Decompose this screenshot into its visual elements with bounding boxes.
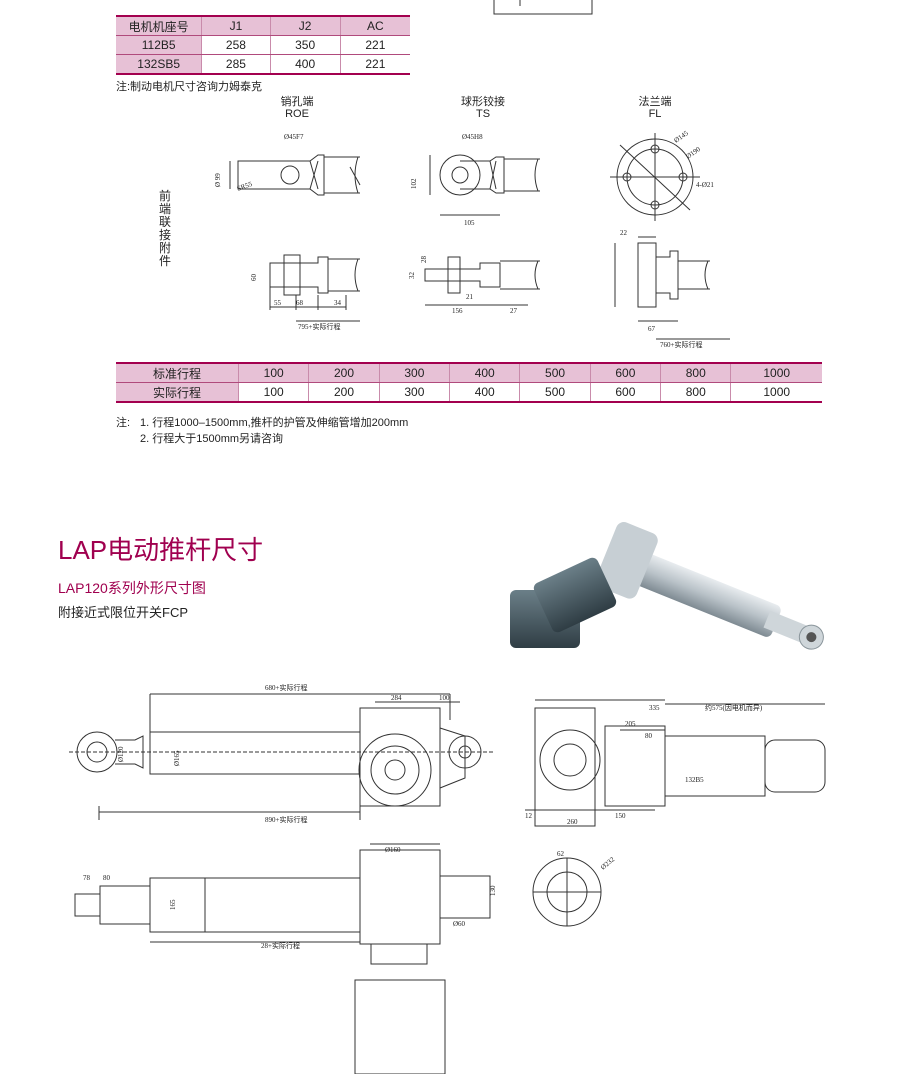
dim-60: Ø60 <box>453 920 466 928</box>
section-title: LAP电动推杆尺寸 <box>58 535 264 565</box>
dim-165b: 165 <box>169 899 177 910</box>
table-cell: 221 <box>339 54 410 75</box>
stroke-table: 标准行程 100 200 300 400 500 600 800 1000 实际… <box>116 362 822 403</box>
dim-fl-d: 22 <box>620 229 628 237</box>
table-cell: 600 <box>589 382 661 403</box>
fl-label: 法兰端 FL <box>620 96 690 120</box>
dim-130: 130 <box>489 885 497 896</box>
dim-roe-h: 60 <box>250 274 258 282</box>
fl-label-cn: 法兰端 <box>638 96 672 108</box>
motor-frame-table: 电机机座号 J1 J2 AC 112B5 258 350 221 132SB5 … <box>116 15 410 75</box>
notes-prefix: 注: <box>116 417 131 429</box>
dim-232: Ø232 <box>599 855 616 871</box>
dim-62: 62 <box>557 850 565 858</box>
dim-ts-c: 21 <box>466 293 474 301</box>
note-line-1: 1. 行程1000–1500mm,推杆的护管及伸缩管增加200mm <box>140 417 409 429</box>
ts-label-cn: 球形铰接 <box>461 96 505 108</box>
dim-fl-c: 4-Ø21 <box>696 181 714 189</box>
table-cell: 200 <box>308 382 380 403</box>
dim-335: 335 <box>649 704 660 712</box>
header-cell: J1 <box>201 15 271 36</box>
dim-205: 205 <box>625 720 636 728</box>
dim-ts-b: 32 <box>408 272 416 280</box>
ts-label-en: TS <box>475 108 491 120</box>
dim-165: Ø165 <box>173 750 181 766</box>
dim-motor-note: 约575(因电机而异) <box>705 703 763 712</box>
dim-ts-d: 156 <box>452 307 463 315</box>
dim-roe-a: 55 <box>274 299 282 307</box>
table-cell: 1000 <box>730 362 822 383</box>
header-cell: J2 <box>269 15 341 36</box>
dim-roe-b: 68 <box>296 299 304 307</box>
attachments-drawing: Ø45F7 Ø 99 SR55 60 55 68 34 795+实际行程 Ø45… <box>214 129 730 349</box>
dim-100: 100 <box>439 694 450 702</box>
table-cell: 300 <box>378 362 450 383</box>
dim-top-len: 680+实际行程 <box>265 683 307 692</box>
table-cell: 100 <box>237 362 309 383</box>
section-subtitle: LAP120系列外形尺寸图 <box>58 580 206 596</box>
actuator-photo <box>510 522 824 650</box>
table-cell: 400 <box>269 54 341 75</box>
table-cell: 400 <box>449 382 520 403</box>
dim-roe-hole: Ø45F7 <box>284 133 304 141</box>
dim-fl-e: 67 <box>648 325 656 333</box>
table-cell: 800 <box>660 382 731 403</box>
dim-roe-len: 795+实际行程 <box>298 322 340 331</box>
dim-roe-c: 34 <box>334 299 342 307</box>
fl-label-en: FL <box>648 108 662 120</box>
ts-label: 球形铰接 TS <box>448 96 518 120</box>
dim-roe-d: Ø 99 <box>214 173 222 187</box>
dim-80b: 80 <box>103 874 111 882</box>
note-line-2: 2. 行程大于1500mm另请咨询 <box>140 433 284 445</box>
table-cell: 1000 <box>730 382 822 403</box>
header-cell: AC <box>339 15 410 36</box>
table-cell: 285 <box>201 54 271 75</box>
lap120-dimension-drawing: 680+实际行程 284 100 Ø165 Ø120 890+实际行程 335 … <box>69 683 826 1074</box>
dim-fl-a: Ø145 <box>673 129 691 145</box>
dim-ts-hole: Ø45H8 <box>462 133 483 141</box>
table-cell: 200 <box>308 362 380 383</box>
table-cell: 132SB5 <box>116 54 202 75</box>
dim-ts-a: 28 <box>420 256 428 264</box>
table-cell: 258 <box>201 35 271 55</box>
top-drawing-remnant <box>493 0 593 15</box>
dim-80: 80 <box>645 732 653 740</box>
row-label: 实际行程 <box>116 382 239 403</box>
dim-260: 260 <box>567 818 578 826</box>
dim-ts-h: 102 <box>410 178 418 189</box>
row-label: 标准行程 <box>116 362 239 383</box>
dim-284: 284 <box>391 694 402 702</box>
dim-ts-e: 27 <box>510 307 518 315</box>
table-cell: 500 <box>519 362 591 383</box>
table-cell: 500 <box>519 382 591 403</box>
header-cell: 电机机座号 <box>116 15 202 36</box>
roe-label-cn: 销孔端 <box>280 96 314 108</box>
table-cell: 600 <box>589 362 661 383</box>
table-cell: 112B5 <box>116 35 202 55</box>
section-subtitle-2: 附接近式限位开关FCP <box>58 605 189 620</box>
dim-bottom-len: 890+实际行程 <box>265 815 307 824</box>
table-cell: 300 <box>378 382 450 403</box>
dim-28s: 28+实际行程 <box>261 941 300 950</box>
table-cell: 800 <box>660 362 731 383</box>
dim-fl-b: Ø190 <box>685 145 703 161</box>
attachments-side-label: 前端联接附件 <box>158 189 171 268</box>
dim-160: Ø160 <box>385 846 401 854</box>
dim-motor-code: 132B5 <box>685 776 704 784</box>
dim-ts-w: 105 <box>464 219 475 227</box>
table-cell: 100 <box>237 382 309 403</box>
motor-note: 注:制动电机尺寸咨询力姆泰克 <box>116 81 263 93</box>
dim-fl-len: 760+实际行程 <box>660 340 702 349</box>
dim-78: 78 <box>83 874 91 882</box>
roe-label-en: ROE <box>285 108 309 120</box>
dim-120: Ø120 <box>117 746 125 762</box>
dim-12: 12 <box>525 812 533 820</box>
roe-label: 销孔端 ROE <box>262 96 332 120</box>
dim-roe-sr: SR55 <box>236 180 254 193</box>
table-cell: 221 <box>339 35 410 55</box>
table-cell: 400 <box>449 362 520 383</box>
table-cell: 350 <box>269 35 341 55</box>
dim-150: 150 <box>615 812 626 820</box>
